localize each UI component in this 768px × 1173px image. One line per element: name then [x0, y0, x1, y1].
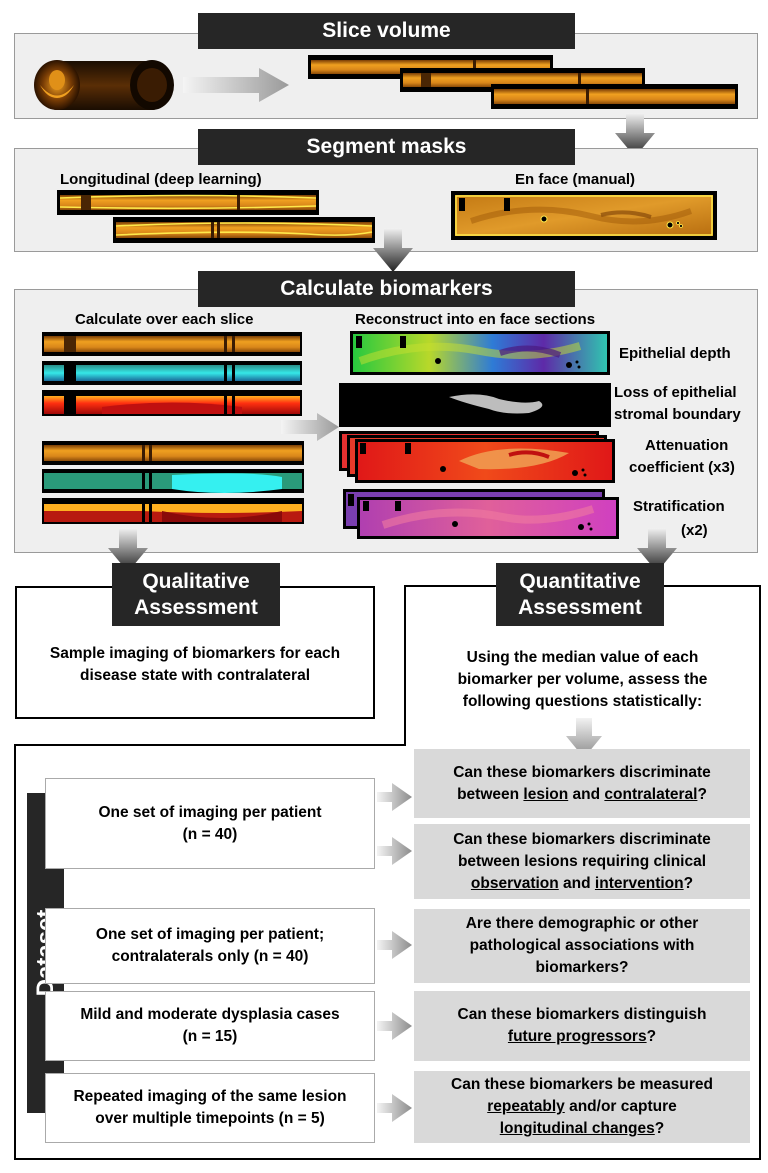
attenuation-label-1: Attenuation [645, 437, 729, 454]
question-5-mid: and/or capture [564, 1098, 677, 1115]
qualitative-text-line1: Sample imaging of biomarkers for each [49, 645, 341, 662]
question-5-line3: longitudinal changes? [500, 1118, 664, 1140]
dataset-row-1-line2: (n = 40) [182, 825, 238, 843]
dataset-row-4: Repeated imaging of the same lesion over… [45, 1073, 375, 1143]
enface-loss-boundary-image [339, 383, 611, 427]
loss-boundary-label-2: stromal boundary [614, 406, 741, 423]
question-1-term-lesion: lesion [523, 785, 569, 803]
slice-biomarker-set-2 [42, 441, 304, 524]
dataset-row-1: One set of imaging per patient (n = 40) [45, 778, 375, 869]
longitudinal-label: Longitudinal (deep learning) [60, 171, 262, 188]
longitudinal-mask-image [57, 190, 375, 243]
arrow-right-icon [377, 1094, 412, 1122]
arrow-down-icon [373, 228, 413, 272]
qualitative-title-line1: Qualitative [142, 569, 250, 593]
question-box-4: Can these biomarkers distinguish future … [414, 991, 750, 1061]
reconstruct-label: Reconstruct into en face sections [355, 311, 596, 328]
enface-manual-label: En face (manual) [515, 171, 636, 188]
arrow-right-icon [183, 68, 289, 102]
qualitative-assessment-banner: Qualitative Assessment [112, 563, 280, 626]
arrow-down-icon [615, 113, 655, 157]
loss-boundary-label-1: Loss of epithelial [614, 384, 737, 401]
arrow-right-icon [377, 1012, 412, 1040]
enface-stratification-image [343, 489, 619, 539]
quantitative-text-line1: Using the median value of each [466, 649, 699, 666]
quantitative-assessment-banner: Quantitative Assessment [496, 563, 664, 626]
question-box-2: Can these biomarkers discriminate betwee… [414, 824, 750, 899]
question-5-term-longitudinal-changes: longitudinal changes [499, 1120, 655, 1137]
volume-tube-image [34, 60, 174, 110]
dataset-row-3-line1: Mild and moderate dysplasia cases [80, 1006, 340, 1023]
question-2-line3: observation and intervention? [471, 873, 693, 895]
question-1-line2: between lesion and contralateral? [457, 784, 707, 806]
question-box-3: Are there demographic or other pathologi… [414, 909, 750, 983]
question-2-mid: and [558, 874, 595, 892]
question-1-post: ? [697, 785, 707, 803]
enface-epithelial-depth-image [350, 331, 610, 375]
arrow-right-icon [281, 413, 339, 441]
question-1-line1: Can these biomarkers discriminate [453, 763, 711, 781]
stratification-label-1: Stratification [633, 498, 725, 515]
quantitative-text-line2: biomarker per volume, assess the [457, 671, 708, 688]
arrow-right-icon [377, 783, 412, 811]
question-4-line2: future progressors? [508, 1026, 656, 1048]
slice-stack-image [308, 55, 738, 109]
calculate-biomarkers-banner: Calculate biomarkers [198, 271, 575, 307]
calculate-biomarkers-title: Calculate biomarkers [280, 277, 493, 300]
qualitative-title-line2: Assessment [134, 595, 258, 619]
quantitative-title-line2: Assessment [518, 595, 642, 619]
qualitative-description: Sample imaging of biomarkers for each di… [20, 643, 370, 687]
attenuation-label-2: coefficient (x3) [629, 459, 735, 476]
question-5-term-repeatably: repeatably [487, 1098, 565, 1115]
question-3-line2: pathological associations with [469, 937, 695, 954]
dataset-row-1-line1: One set of imaging per patient [98, 803, 322, 821]
enface-mask-image [451, 191, 717, 240]
dataset-row-3: Mild and moderate dysplasia cases (n = 1… [45, 991, 375, 1061]
segment-masks-title: Segment masks [306, 135, 467, 158]
question-4-term-future-progressors: future progressors [507, 1028, 647, 1045]
question-3-line1: Are there demographic or other [465, 915, 699, 932]
slice-volume-title: Slice volume [322, 19, 451, 42]
question-3-line3: biomarkers? [535, 959, 629, 976]
dataset-row-2-line2: contralaterals only (n = 40) [111, 948, 309, 965]
question-2-post: ? [683, 874, 694, 892]
arrow-right-icon [377, 931, 412, 959]
question-5-line1: Can these biomarkers be measured [451, 1076, 713, 1093]
dataset-row-4-line1: Repeated imaging of the same lesion [73, 1088, 347, 1105]
question-2-line1: Can these biomarkers discriminate [453, 830, 711, 848]
question-5-line2: repeatably and/or capture [487, 1096, 677, 1118]
slice-biomarker-set-1 [42, 332, 302, 416]
question-1-pre: between [457, 785, 524, 803]
arrow-right-icon [377, 837, 412, 865]
stratification-label-2: (x2) [681, 522, 708, 539]
arrow-down-icon [566, 718, 602, 758]
question-2-term-observation: observation [470, 874, 559, 892]
question-5-post: ? [654, 1120, 665, 1137]
question-2-line2: between lesions requiring clinical [457, 852, 707, 870]
question-box-5: Can these biomarkers be measured repeata… [414, 1071, 750, 1143]
dataset-row-4-line2: over multiple timepoints (n = 5) [95, 1110, 325, 1127]
slice-volume-banner: Slice volume [198, 13, 575, 49]
question-2-term-intervention: intervention [594, 874, 684, 892]
question-box-1: Can these biomarkers discriminate betwee… [414, 749, 750, 818]
quantitative-title-line1: Quantitative [519, 569, 641, 593]
enface-attenuation-image [339, 431, 615, 483]
epithelial-depth-label: Epithelial depth [619, 345, 731, 362]
question-4-post: ? [646, 1028, 657, 1045]
segment-masks-banner: Segment masks [198, 129, 575, 165]
question-4-line1: Can these biomarkers distinguish [457, 1006, 707, 1023]
dataset-row-3-line2: (n = 15) [182, 1028, 238, 1045]
qualitative-text-line2: disease state with contralateral [79, 667, 310, 684]
arrow-down-icon [108, 528, 148, 572]
question-1-term-contralateral: contralateral [604, 785, 698, 803]
question-1-mid: and [568, 785, 605, 803]
quantitative-description: Using the median value of each biomarker… [410, 647, 755, 713]
arrow-down-icon [637, 528, 677, 572]
calculate-slice-label: Calculate over each slice [75, 311, 254, 328]
dataset-row-2-line1: One set of imaging per patient; [95, 926, 325, 943]
dataset-row-2: One set of imaging per patient; contrala… [45, 908, 375, 984]
quantitative-text-line3: following questions statistically: [462, 693, 703, 710]
